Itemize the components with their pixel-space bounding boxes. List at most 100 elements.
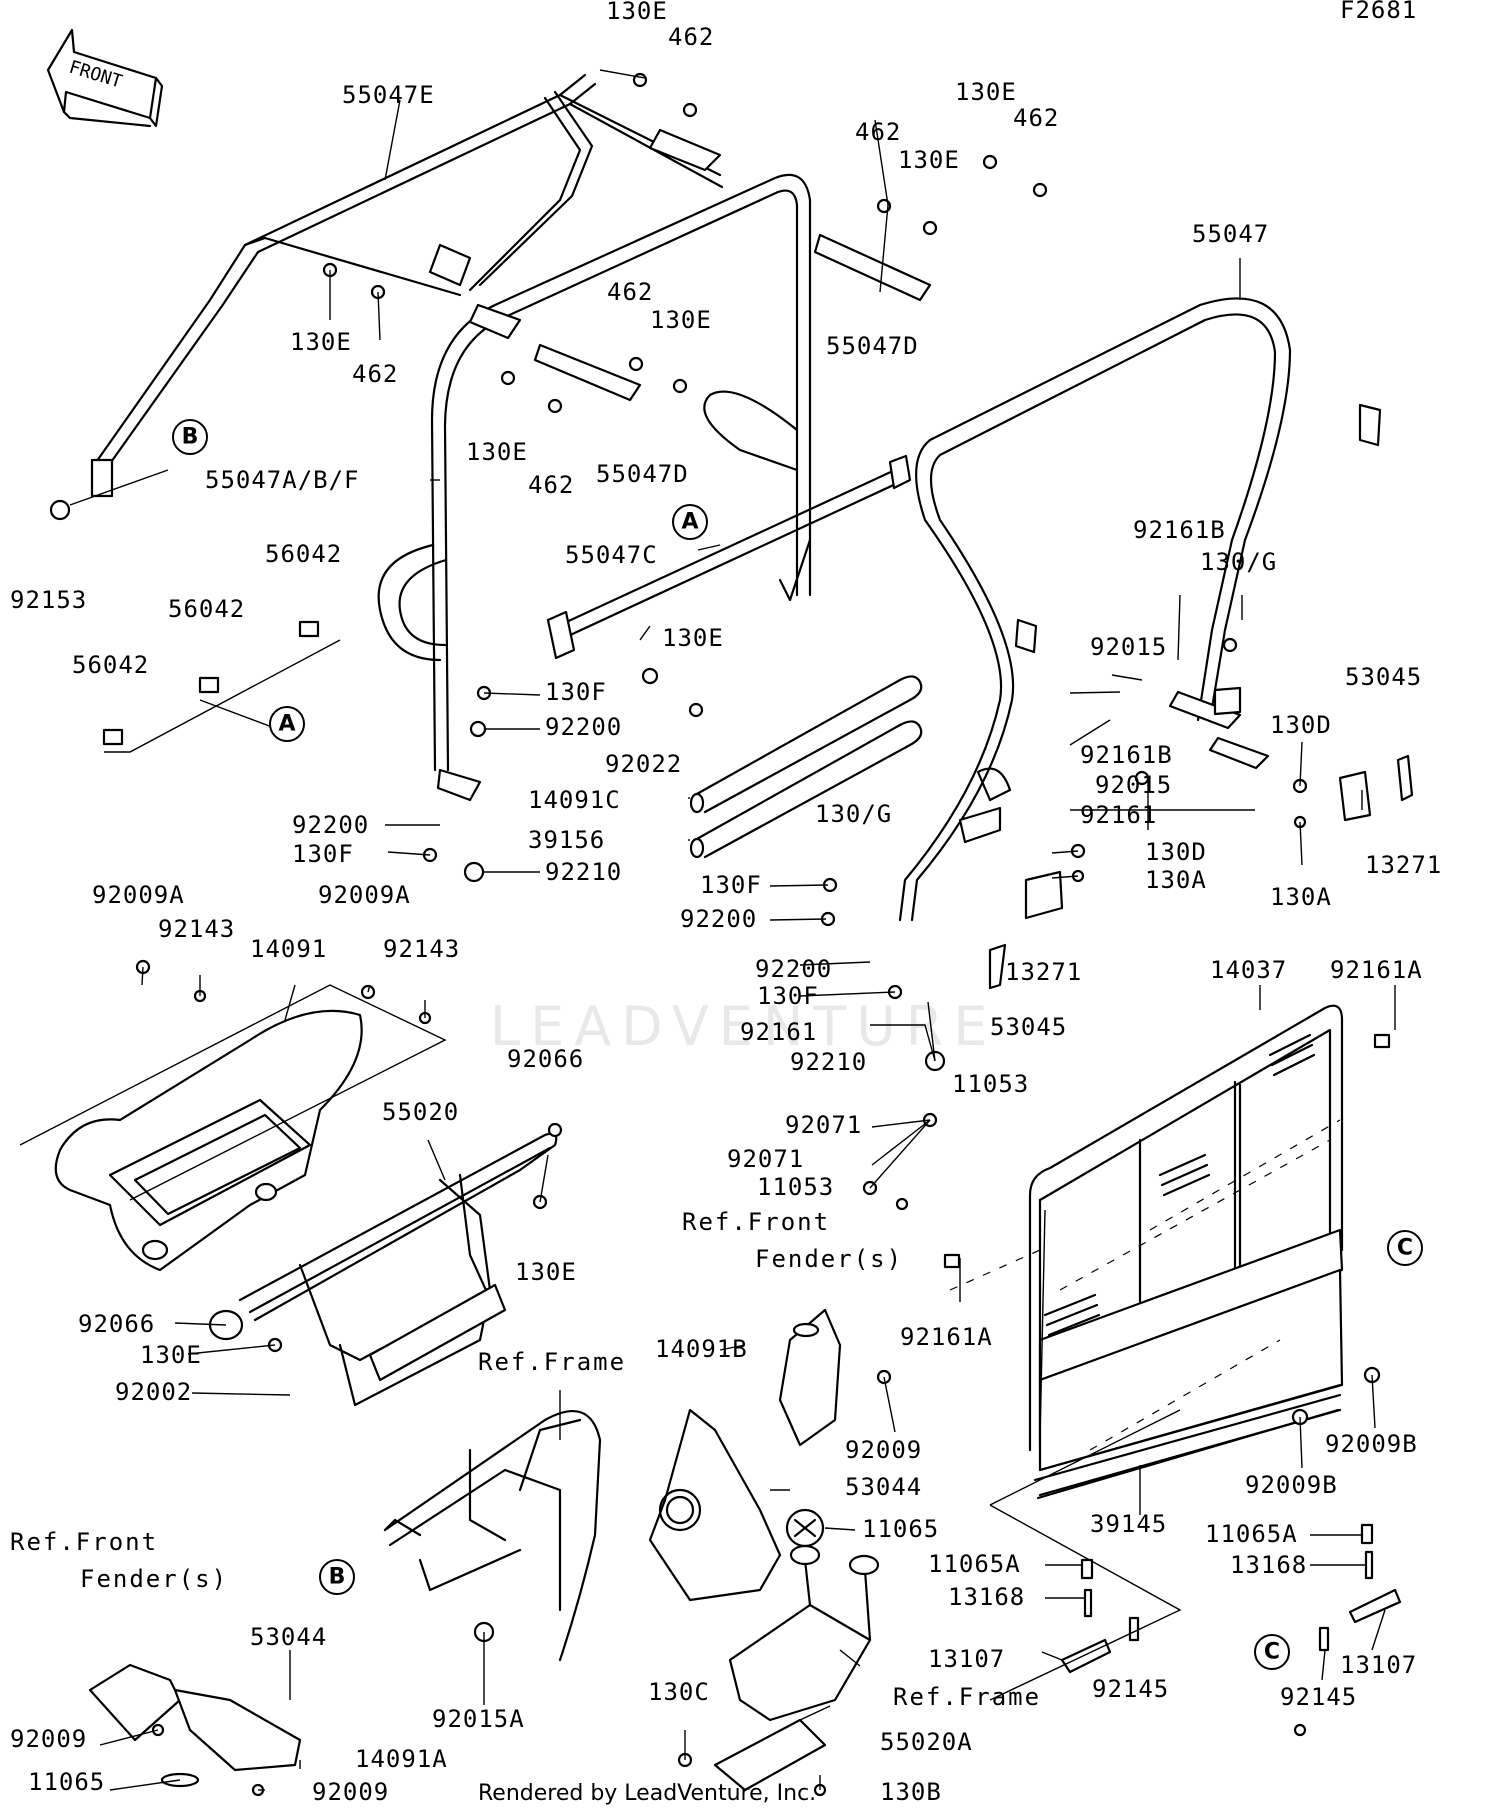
- part-label: 462: [855, 118, 901, 146]
- part-label: 56042: [265, 540, 342, 568]
- part-label: 462: [1013, 104, 1059, 132]
- part-label: 92009A: [318, 881, 411, 909]
- part-label: 11053: [757, 1173, 834, 1201]
- part-label: 11065: [28, 1768, 105, 1796]
- part-label: 53045: [990, 1013, 1067, 1041]
- part-label: 92145: [1092, 1675, 1169, 1703]
- part-label: 92002: [115, 1378, 192, 1406]
- part-label: 130B: [880, 1778, 942, 1806]
- part-label: 14091B: [655, 1335, 748, 1363]
- part-label: 92210: [790, 1048, 867, 1076]
- part-label: 130E: [606, 0, 668, 25]
- part-label: 462: [528, 471, 574, 499]
- part-label: 92009A: [92, 881, 185, 909]
- part-label: 92143: [383, 935, 460, 963]
- part-label: 14037: [1210, 956, 1287, 984]
- part-label: 92161: [1080, 801, 1157, 829]
- part-label: 130F: [700, 871, 762, 899]
- part-label: 92015A: [432, 1705, 525, 1733]
- part-label: 92009B: [1325, 1430, 1418, 1458]
- part-label: 13168: [1230, 1551, 1307, 1579]
- side-panel-14091B: [648, 1308, 842, 1602]
- callout-circles: B A A C B C: [172, 419, 1423, 1670]
- part-label: 130C: [648, 1678, 710, 1706]
- part-label: 55020: [382, 1098, 459, 1126]
- part-label: 55020A: [880, 1728, 973, 1756]
- decals-56042: [102, 620, 1391, 1269]
- gate-vent-meshes: [1043, 1033, 1316, 1337]
- part-label: 53044: [845, 1473, 922, 1501]
- part-label: 14091: [250, 935, 327, 963]
- svg-text:A: A: [278, 712, 295, 737]
- part-label: 462: [607, 278, 653, 306]
- part-label: 130E: [955, 78, 1017, 106]
- part-label: 55047A/B/F: [205, 466, 360, 494]
- render-credit: Rendered by LeadVenture, Inc.: [478, 1781, 816, 1806]
- part-label: 92015: [1095, 771, 1172, 799]
- part-label: 39145: [1090, 1510, 1167, 1538]
- part-labels: 130E 462 55047E 130E 462 462 130E 55047 …: [10, 0, 1442, 1806]
- part-label: 14091C: [528, 786, 621, 814]
- callout-b-upper: B: [172, 419, 208, 455]
- front-bumper-55020: [208, 1132, 558, 1407]
- watermark: LEADVENTURE: [490, 995, 997, 1058]
- part-label: 55047D: [826, 332, 919, 360]
- part-label: 11065: [862, 1515, 939, 1543]
- callout-a-upper: A: [672, 504, 708, 540]
- part-label: 11065A: [1205, 1520, 1298, 1548]
- diagram-code: F2681: [1340, 0, 1417, 24]
- part-label: 92161B: [1133, 516, 1226, 544]
- ref-note-frame-lower: Ref.Frame: [893, 1683, 1041, 1711]
- svg-text:C: C: [1397, 1236, 1413, 1261]
- part-label: 13107: [928, 1645, 1005, 1673]
- part-label: 55047E: [342, 81, 435, 109]
- part-label: 53044: [250, 1623, 327, 1651]
- part-label: 130F: [545, 678, 607, 706]
- svg-text:B: B: [182, 425, 199, 450]
- part-label: 130A: [1145, 866, 1207, 894]
- part-label: 92071: [727, 1145, 804, 1173]
- ref-note-front-fender-lower: Ref.Front: [10, 1528, 158, 1556]
- part-label: 92200: [292, 811, 369, 839]
- projection-lines: [19, 984, 1341, 1701]
- ref-note-fenders-upper: Fender(s): [755, 1245, 903, 1273]
- svg-text:B: B: [329, 1565, 346, 1590]
- part-label: 13107: [1340, 1651, 1417, 1679]
- part-label: 39156: [528, 826, 605, 854]
- part-label: 92009: [10, 1725, 87, 1753]
- part-label: 462: [352, 360, 398, 388]
- part-label: 92009: [312, 1778, 389, 1806]
- svg-text:C: C: [1264, 1640, 1280, 1665]
- part-label: 130E: [650, 306, 712, 334]
- fender-14091A: [88, 1663, 302, 1788]
- part-label: 13271: [1365, 851, 1442, 879]
- part-label: 55047C: [565, 541, 658, 569]
- part-label: 130D: [1145, 838, 1207, 866]
- part-label: 92200: [545, 713, 622, 741]
- part-label: 11053: [952, 1070, 1029, 1098]
- roll-cage-crossbar-55047C: [546, 454, 912, 660]
- dash-cover-14091: [54, 1009, 363, 1272]
- part-label: 56042: [72, 651, 149, 679]
- part-label: 92161A: [900, 1323, 993, 1351]
- part-label: 130A: [1270, 883, 1332, 911]
- part-label: 55047: [1192, 220, 1269, 248]
- part-label: 130E: [515, 1258, 577, 1286]
- part-label: 92022: [605, 750, 682, 778]
- part-label: 14091A: [355, 1745, 448, 1773]
- part-label: 13168: [948, 1583, 1025, 1611]
- part-label: 92066: [507, 1045, 584, 1073]
- callout-a-decals: A: [269, 706, 305, 742]
- front-arrow-icon: FRONT: [46, 28, 164, 128]
- part-label: 92009B: [1245, 1471, 1338, 1499]
- part-label: 130F: [757, 982, 819, 1010]
- upper-brackets: [428, 128, 932, 402]
- part-label: 92161A: [1330, 956, 1423, 984]
- part-label: 92210: [545, 858, 622, 886]
- part-label: 92200: [755, 955, 832, 983]
- part-label: 130D: [1270, 711, 1332, 739]
- tubes-14091C-39156: [689, 675, 923, 859]
- part-label: 130E: [898, 146, 960, 174]
- part-label: 55047D: [596, 460, 689, 488]
- part-label: 53045: [1345, 663, 1422, 691]
